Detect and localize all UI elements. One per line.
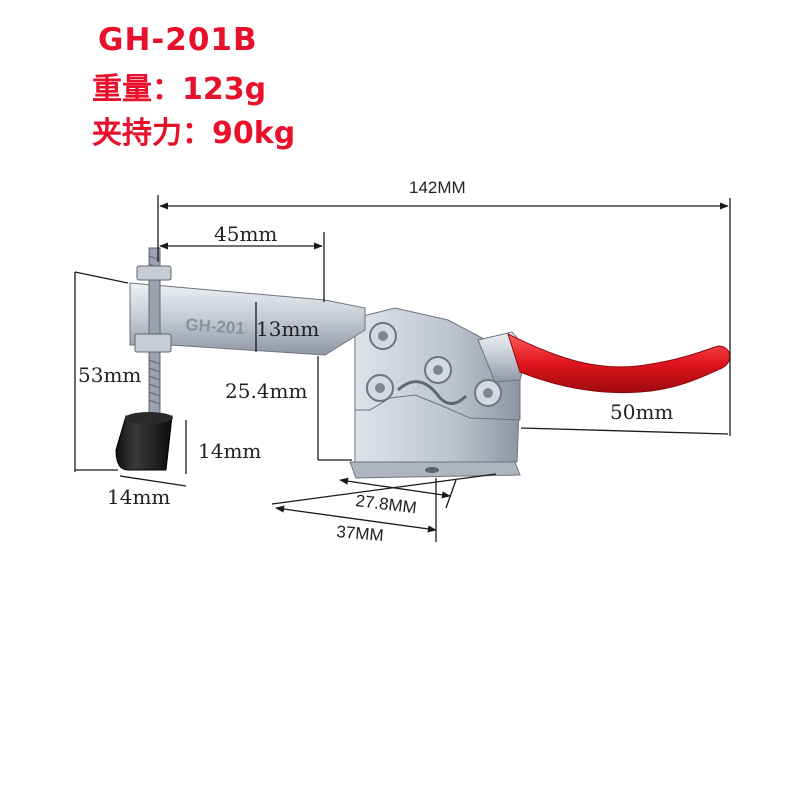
dim-base-height: 25.4mm: [225, 379, 307, 403]
toggle-clamp-product: GH-201: [115, 247, 731, 479]
handle-grip: [507, 333, 731, 394]
pivot-rivets: [366, 322, 502, 407]
dim-base-inner-width: 27.8MM: [355, 491, 418, 517]
weight-spec: 重量：123g: [92, 72, 267, 107]
model-number: GH-201B: [98, 22, 258, 58]
base-plate-hole: [425, 467, 439, 473]
pivot-cutout: [396, 380, 468, 405]
dim-pad-width: 14mm: [107, 485, 170, 509]
clamp-force-spec: 夹持力：90kg: [92, 116, 296, 151]
dim-handle-length: 50mm: [610, 400, 673, 424]
dim-base-outer-width: 37MM: [336, 522, 385, 545]
dim-overall-length: 142MM: [409, 178, 466, 197]
dim-arm-thickness: 13mm: [256, 317, 319, 341]
dim-pad-height: 14mm: [198, 439, 261, 463]
rubber-pad-top: [125, 412, 173, 424]
lower-nut: [134, 333, 172, 353]
dim-spindle-height: 53mm: [78, 363, 141, 387]
top-nut: [136, 265, 172, 281]
dim-arm-reach: 45mm: [214, 222, 277, 246]
rubber-pad: [115, 415, 173, 471]
arm-stamp: GH-201: [185, 315, 246, 338]
dimension-lines: [74, 195, 731, 542]
